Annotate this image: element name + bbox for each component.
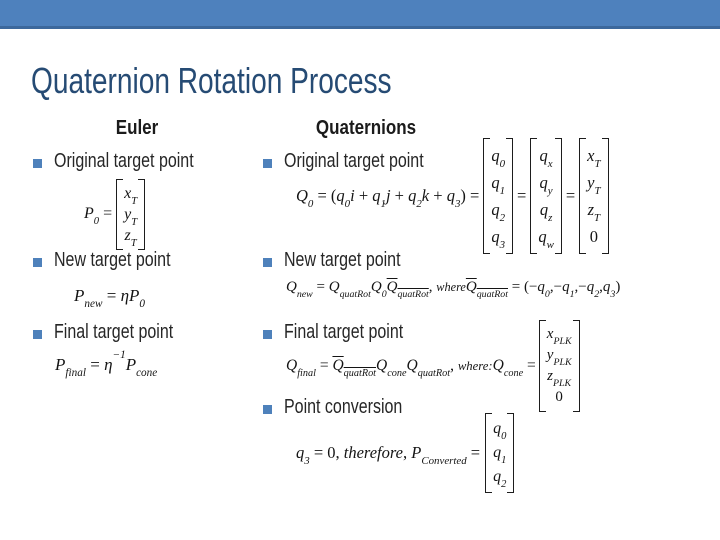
column-header-quaternions: Quaternions xyxy=(315,117,417,139)
equals-sign: = xyxy=(565,186,576,205)
bullet-icon xyxy=(33,258,42,267)
formula-point-conversion-lhs: q3 = 0, therefore, PConverted = xyxy=(296,443,481,468)
vector-row: xPLK xyxy=(546,326,572,347)
bullet-icon xyxy=(33,159,42,168)
vector-row: q2 xyxy=(493,468,507,491)
vector-row: yT xyxy=(587,173,601,198)
vector-p0: xT yT zT xyxy=(116,178,146,250)
formula-pnew: Pnew = ηP0 xyxy=(74,286,145,311)
bullet-icon xyxy=(263,405,272,414)
vector-row: q3 xyxy=(491,227,505,252)
vector-row: yT xyxy=(124,205,138,228)
vector-row: zT xyxy=(587,200,601,225)
slide-title: Quaternion Rotation Process xyxy=(31,60,392,101)
vector-row: 0 xyxy=(589,227,598,246)
vector-row: qw xyxy=(538,227,554,252)
formula-qfinal: Qfinal = QquatRotQconeQquatRot, where:Qc… xyxy=(286,319,580,413)
vector-row: q0 xyxy=(491,146,505,171)
top-accent-bar xyxy=(0,0,720,29)
vector-row: zT xyxy=(124,226,137,249)
vector-row: qz xyxy=(539,200,553,225)
right-item-final-target-point: Final target point xyxy=(284,321,404,343)
bullet-icon xyxy=(33,330,42,339)
bullet-icon xyxy=(263,330,272,339)
vector-q0123: q0 q1 q2 q3 xyxy=(483,138,513,254)
vector-xyzT0: xT yT zT 0 xyxy=(579,138,609,254)
vector-qxyzw: qx qy qz qw xyxy=(530,138,562,254)
vector-row: xT xyxy=(124,184,138,207)
bullet-icon xyxy=(263,159,272,168)
vector-row: q2 xyxy=(491,200,505,225)
equals-sign: = xyxy=(517,186,527,205)
formula-qnew: Qnew = QquatRotQ0QquatRot, whereQquatRot… xyxy=(286,279,621,300)
vector-row: yPLK xyxy=(546,347,572,368)
vector-row: zPLK xyxy=(547,368,572,389)
vector-converted: q0 q1 q2 xyxy=(485,413,515,493)
formula-point-conversion: q3 = 0, therefore, PConverted = q0 q1 q2 xyxy=(296,413,515,493)
formula-q0: Q0 = (q0i + q1j + q2k + q3) = q0 q1 q2 q… xyxy=(296,136,609,256)
vector-row: 0 xyxy=(555,389,563,405)
right-item-original-target-point: Original target point xyxy=(284,150,424,172)
right-item-point-conversion: Point conversion xyxy=(284,396,403,418)
formula-pfinal: Pfinal = η−1Pcone xyxy=(55,348,158,380)
vector-row: q1 xyxy=(493,444,507,467)
left-item-new-target-point: New target point xyxy=(54,249,171,271)
right-item-new-target-point: New target point xyxy=(284,249,401,271)
vector-row: q1 xyxy=(491,173,505,198)
vector-plk: xPLK yPLK zPLK 0 xyxy=(538,320,580,412)
formula-p0-lhs: P0 = xyxy=(84,205,113,228)
vector-row: qy xyxy=(539,173,553,198)
formula-p0: P0 = xT yT zT xyxy=(84,178,146,250)
formula-q0-lhs: Q0 = (q0i + q1j + q2k + q3) = xyxy=(296,186,480,211)
formula-qfinal-lhs: Qfinal = QquatRotQconeQquatRot, where:Qc… xyxy=(286,357,536,379)
left-item-original-target-point: Original target point xyxy=(54,150,194,172)
vector-row: q0 xyxy=(493,420,507,443)
column-header-euler: Euler xyxy=(115,117,159,139)
vector-row: xT xyxy=(587,146,601,171)
vector-row: qx xyxy=(539,146,553,171)
left-item-final-target-point: Final target point xyxy=(54,321,174,343)
bullet-icon xyxy=(263,258,272,267)
